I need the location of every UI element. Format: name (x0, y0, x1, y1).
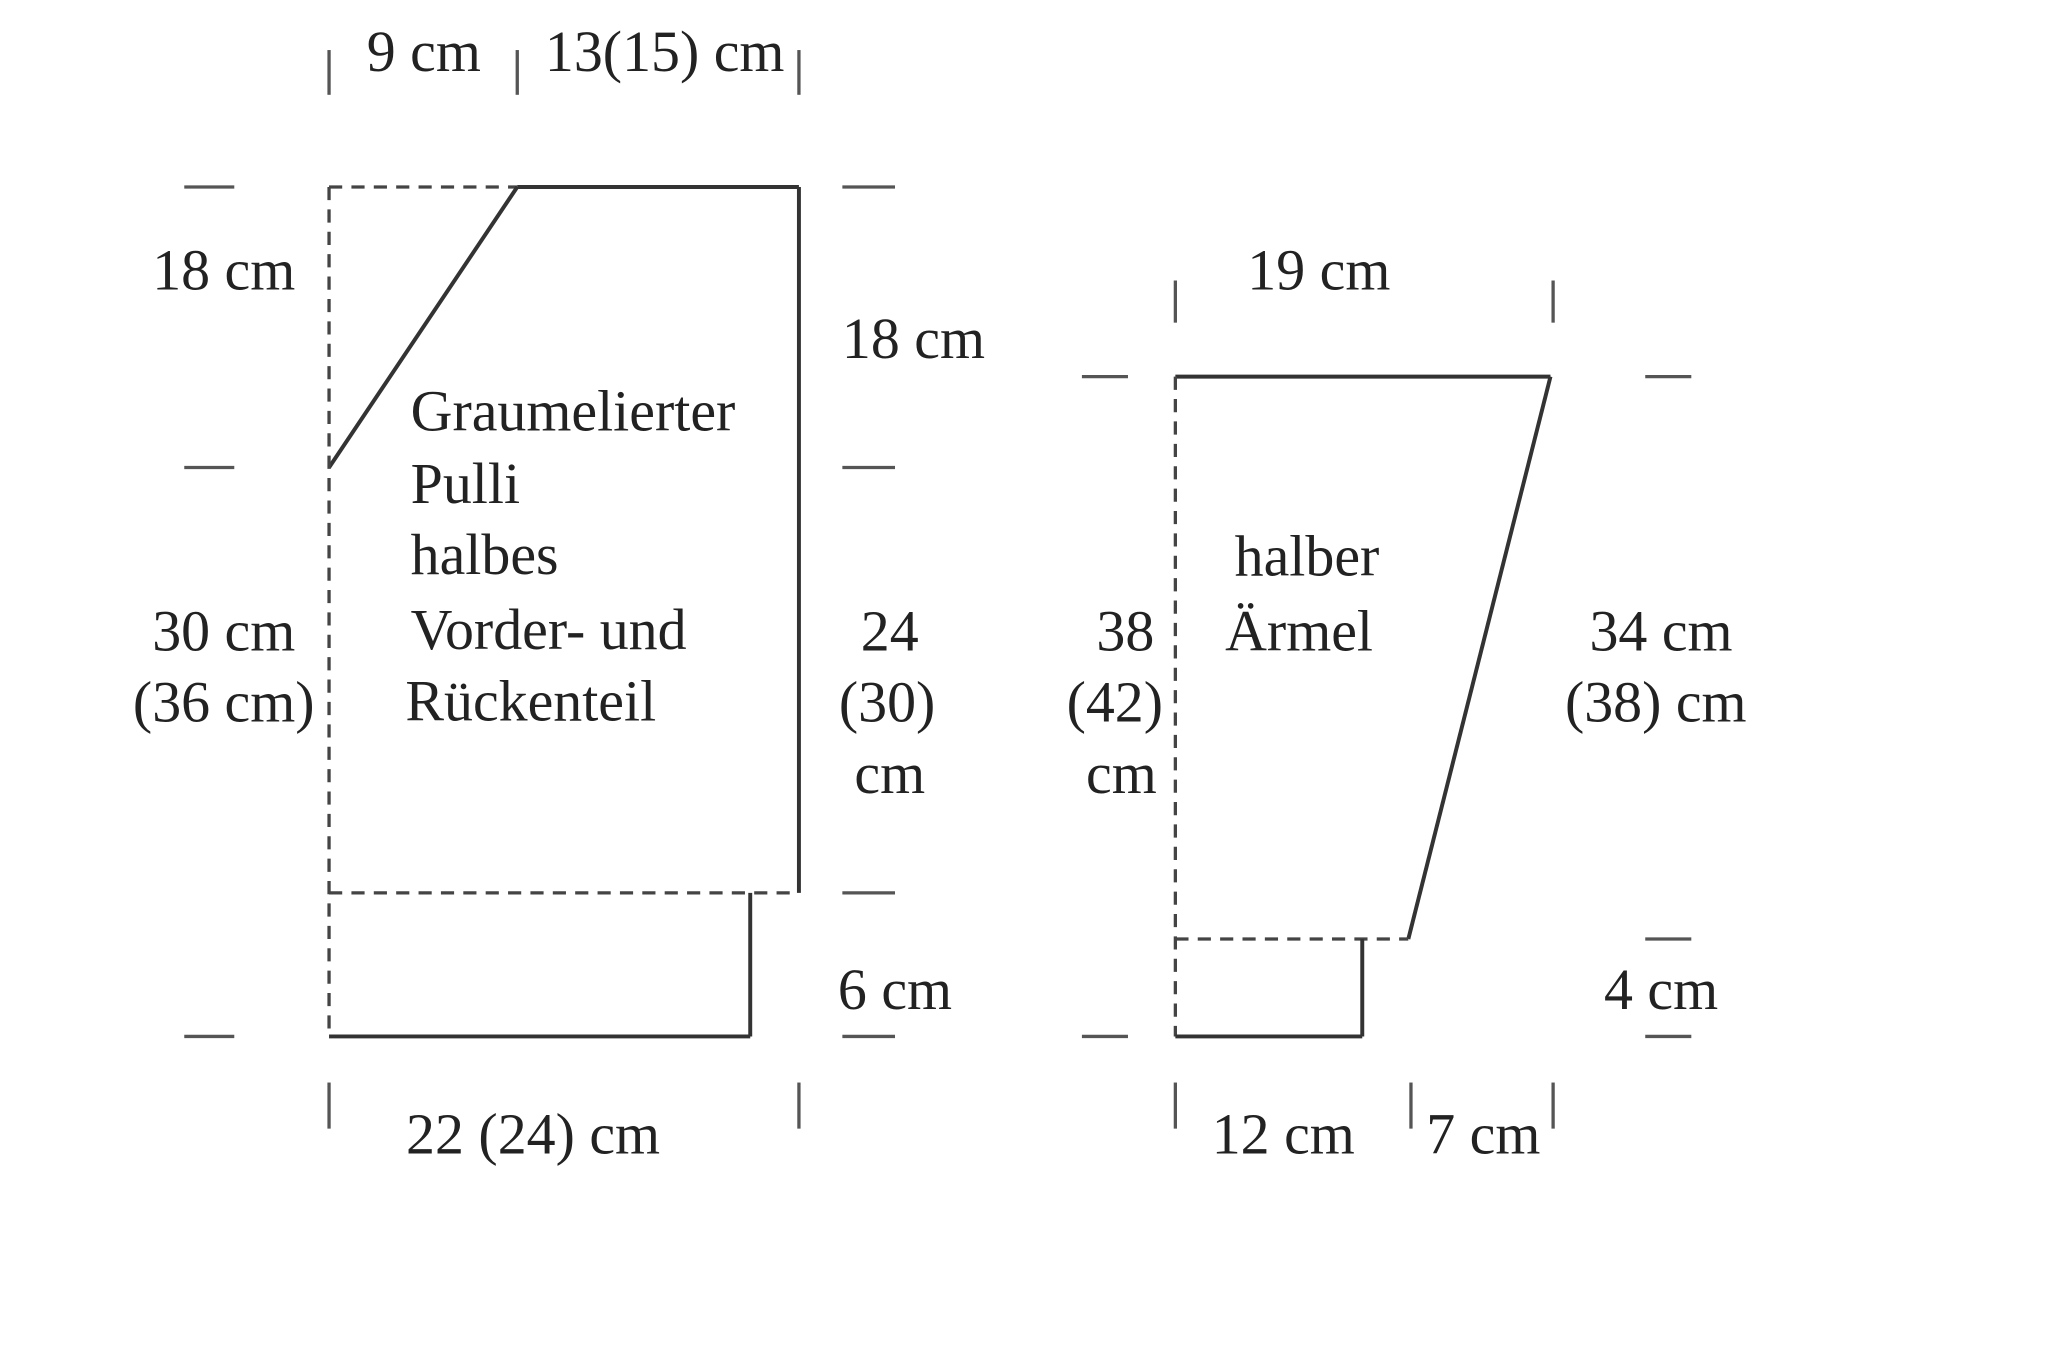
sleeve-outline (1173, 374, 1553, 1039)
label-sleeve-top-width: 19 cm (1247, 238, 1390, 303)
label-sleeve-offset: 7 cm (1426, 1102, 1540, 1167)
label-side-length-2: (30) (839, 670, 935, 735)
label-neck-depth: 18 cm (152, 238, 295, 303)
body-title-line: Rückenteil (405, 668, 656, 733)
label-sleeve-length-3: cm (1086, 741, 1157, 806)
label-sleeve-length-2: (42) (1067, 670, 1163, 735)
label-cuff-height: 4 cm (1604, 957, 1718, 1022)
label-sleeve-length-1: 38 (1096, 599, 1154, 664)
label-body-length-2: (36 cm) (133, 670, 315, 735)
body-title-line: Graumelierter (411, 379, 736, 444)
measure-ticks (184, 50, 1692, 1129)
sleeve-seam-diagonal (1406, 376, 1553, 940)
sleeve-title-line: Ärmel (1225, 599, 1373, 664)
label-neck-width: 9 cm (367, 19, 481, 84)
label-side-length-1: 24 (861, 599, 919, 664)
label-armhole-depth: 18 cm (842, 306, 985, 371)
body-title-line: Pulli (411, 451, 520, 516)
label-sleeve-seam-2: (38) cm (1565, 670, 1747, 735)
label-rib-height: 6 cm (838, 957, 952, 1022)
label-sleeve-seam-1: 34 cm (1589, 599, 1732, 664)
body-piece-outline (327, 185, 801, 1039)
label-shoulder-width: 13(15) cm (545, 19, 785, 84)
label-side-length-3: cm (854, 741, 925, 806)
label-cuff-width: 12 cm (1212, 1102, 1355, 1167)
sleeve-title-line: halber (1235, 523, 1380, 588)
body-title-line: Vorder- und (411, 597, 687, 662)
body-title-line: halbes (411, 522, 559, 587)
neckline-diagonal (327, 185, 519, 469)
label-body-length-1: 30 cm (152, 599, 295, 664)
label-body-width: 22 (24) cm (406, 1102, 660, 1167)
